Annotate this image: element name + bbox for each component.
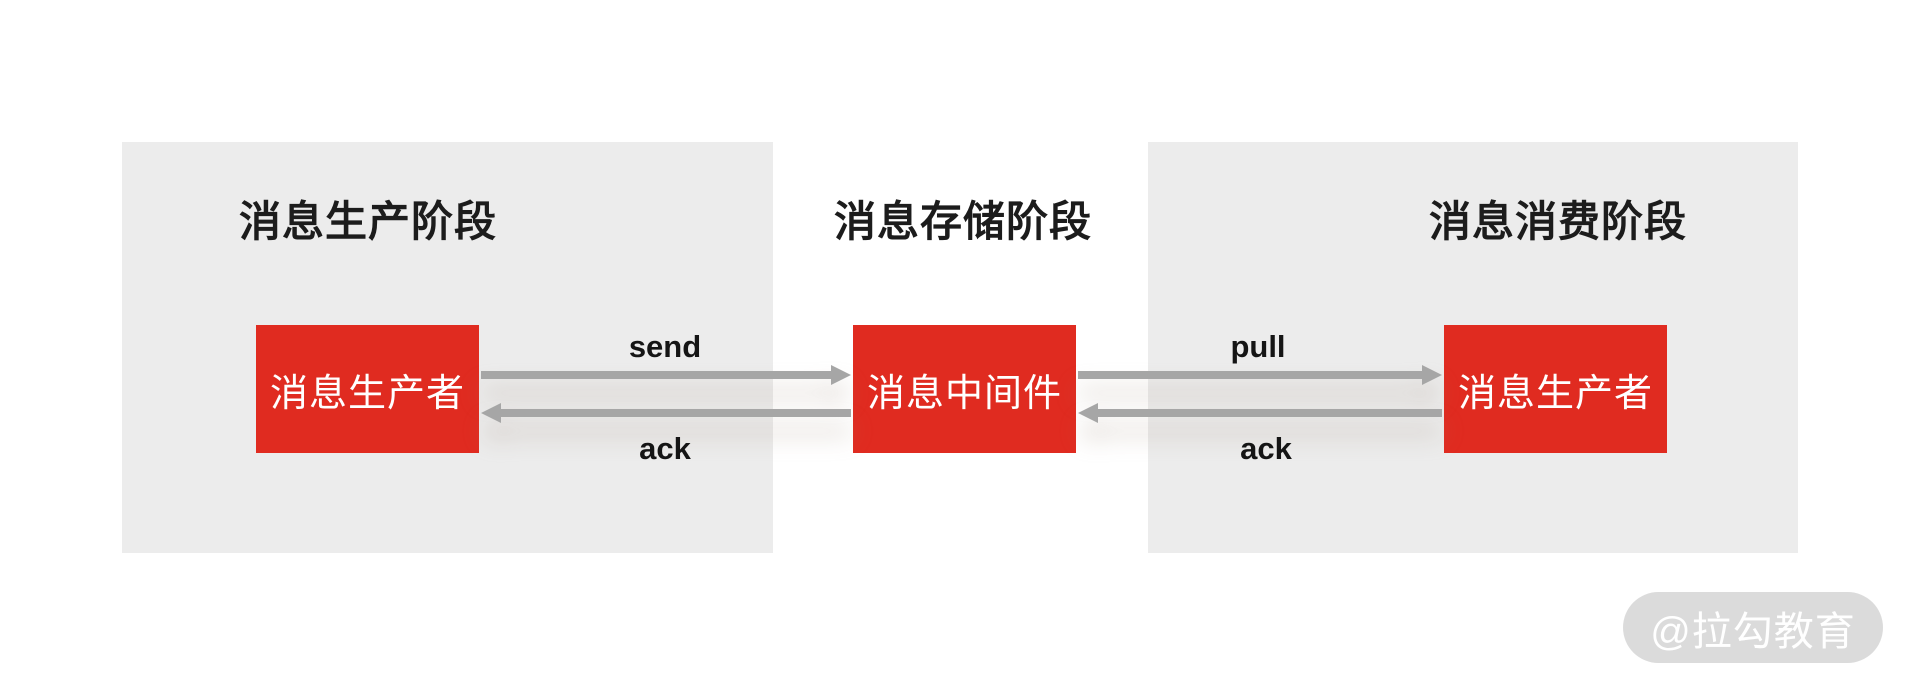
ack-arrow-left-icon [501, 409, 851, 417]
stage-title-production: 消息生产阶段 [238, 198, 498, 245]
watermark-badge: @拉勾教育 [1623, 592, 1883, 663]
pull-arrow-right-icon [1078, 371, 1422, 379]
stage-title-storage: 消息存储阶段 [833, 198, 1093, 245]
arrow-label-ack: ack [1240, 431, 1292, 466]
node-consumer: 消息生产者 [1444, 325, 1667, 453]
ack-arrow-left-icon [1098, 409, 1442, 417]
arrow-label-send: send [628, 329, 702, 364]
arrow-label-ack: ack [639, 431, 691, 466]
arrow-label-pull: pull [1230, 329, 1286, 364]
node-middleware: 消息中间件 [853, 325, 1076, 453]
node-producer: 消息生产者 [256, 325, 479, 453]
stage-title-consumption: 消息消费阶段 [1428, 198, 1688, 245]
send-arrow-right-icon [481, 371, 831, 379]
